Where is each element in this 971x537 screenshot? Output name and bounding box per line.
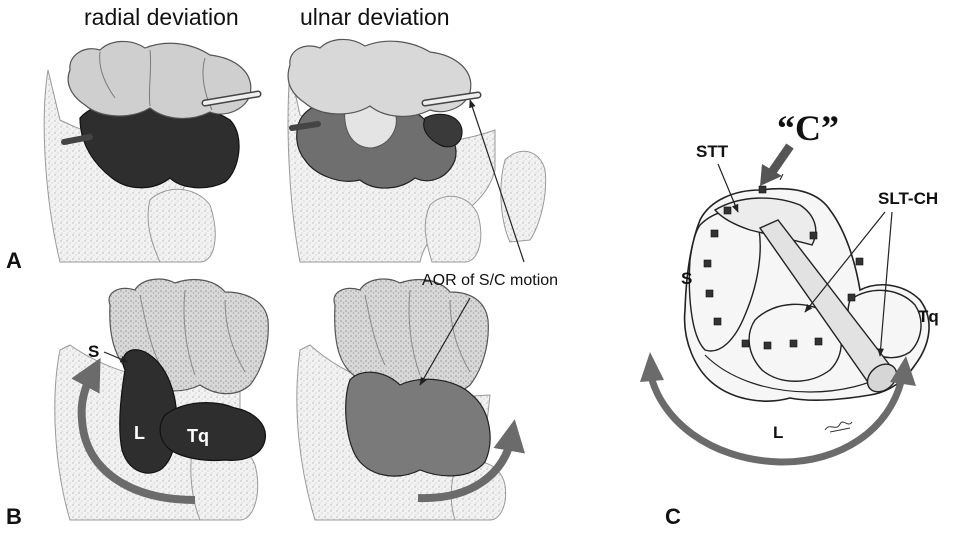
panel-b-l-label: L [134, 424, 145, 442]
distal-row-light [68, 41, 251, 118]
aor-label: AOR of S/C motion [422, 273, 558, 289]
distal-row-light [288, 39, 471, 116]
panel-b-s-label: S [88, 343, 99, 360]
panel-b-tq-label: Tq [187, 427, 209, 445]
ulna-head-right [501, 151, 546, 242]
panel-c-l-label: L [773, 424, 783, 441]
panel-letter-b: B [6, 506, 22, 528]
proximal-row-mid [346, 372, 490, 476]
c-rotation-arrow-head-left [640, 352, 664, 382]
ulnar-deviation-title: ulnar deviation [300, 6, 450, 29]
panel-c-view-label: “C” [777, 110, 839, 146]
panel-b-left [55, 279, 269, 520]
panel-letter-a: A [6, 250, 22, 272]
panel-c-tq-label: Tq [918, 308, 939, 325]
panel-a-right [288, 39, 546, 262]
panel-c-stt-label: STT [696, 143, 728, 160]
panel-letter-c: C [665, 506, 681, 528]
c-dash-mark [780, 174, 783, 180]
c-squiggle-annotation [825, 422, 852, 432]
panel-c-sltch-label: SLT-CH [878, 190, 938, 207]
axis-rod-back [292, 124, 318, 128]
panel-b-right [297, 279, 512, 520]
panel-c-s-label: S [681, 270, 692, 287]
ulna-bone [425, 196, 481, 262]
radial-deviation-title: radial deviation [84, 6, 239, 29]
c-view-arrow [772, 146, 790, 172]
panel-a-left [44, 41, 258, 262]
triquetrum-dark [160, 403, 265, 461]
ulna-bone [148, 189, 215, 262]
